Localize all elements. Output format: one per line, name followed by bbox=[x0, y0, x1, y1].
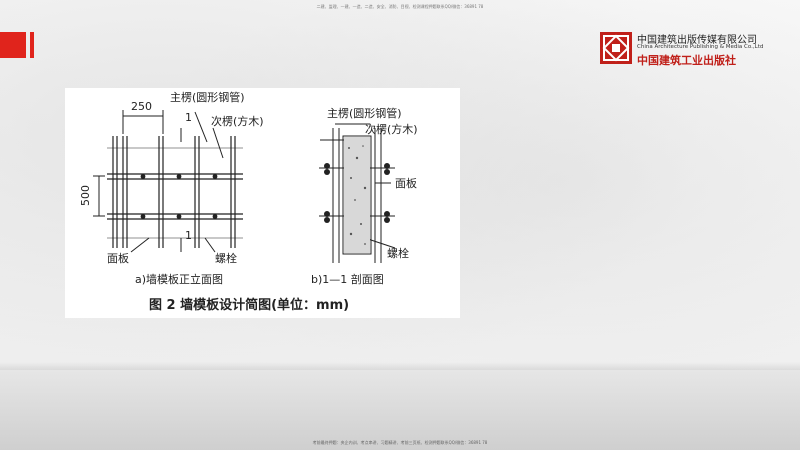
red-accent-bar bbox=[30, 32, 34, 58]
floor-background bbox=[0, 370, 800, 450]
section-main-beam-label: 主楞(圆形钢管) bbox=[327, 107, 402, 120]
formwork-figure: 250 500 主楞(圆形钢管) 1 次楞(方木) 1 面板 螺栓 a)墙模板正… bbox=[65, 88, 460, 318]
figure-title: 图 2 墙模板设计简图(单位：mm) bbox=[149, 298, 350, 313]
bottom-note: 考前最终押题：央企内训、考点串讲、习题精讲、考前三页纸、检测押题联系QQ/微信：… bbox=[312, 440, 488, 445]
elevation-section-mark-top: 1 bbox=[185, 111, 192, 124]
elevation-main-beam-label: 主楞(圆形钢管) bbox=[170, 91, 245, 104]
elevation-section-mark-bottom: 1 bbox=[185, 229, 192, 242]
publisher-name-cn-art: 中国建筑工业出版社 bbox=[637, 54, 736, 67]
section-caption: b)1—1 剖面图 bbox=[311, 273, 384, 286]
publisher-logo: 中国建筑出版传媒有限公司 China Architecture Publishi… bbox=[600, 28, 796, 68]
formwork-drawing bbox=[93, 110, 396, 263]
dim-horizontal: 250 bbox=[131, 100, 152, 113]
elevation-secondary-beam-label: 次楞(方木) bbox=[211, 115, 264, 128]
elevation-caption: a)墙模板正立面图 bbox=[135, 273, 224, 286]
dim-vertical: 500 bbox=[79, 185, 92, 206]
section-panel-label: 面板 bbox=[395, 177, 417, 190]
red-accent-block bbox=[0, 32, 26, 58]
section-secondary-beam-label: 次楞(方木) bbox=[365, 123, 418, 136]
top-note: 二建、监理、一建、一造、二造、安全、消防、目视、检测课程押题联系QQ/微信：36… bbox=[316, 4, 484, 9]
publisher-logo-icon bbox=[600, 32, 632, 64]
elevation-panel-label: 面板 bbox=[107, 252, 129, 265]
elevation-bolt-label: 螺栓 bbox=[215, 252, 237, 265]
publisher-name-en: China Architecture Publishing & Media Co… bbox=[637, 44, 764, 50]
publisher-name-cn: 中国建筑出版传媒有限公司 bbox=[637, 35, 757, 46]
section-bolt-label: 螺栓 bbox=[387, 247, 409, 260]
